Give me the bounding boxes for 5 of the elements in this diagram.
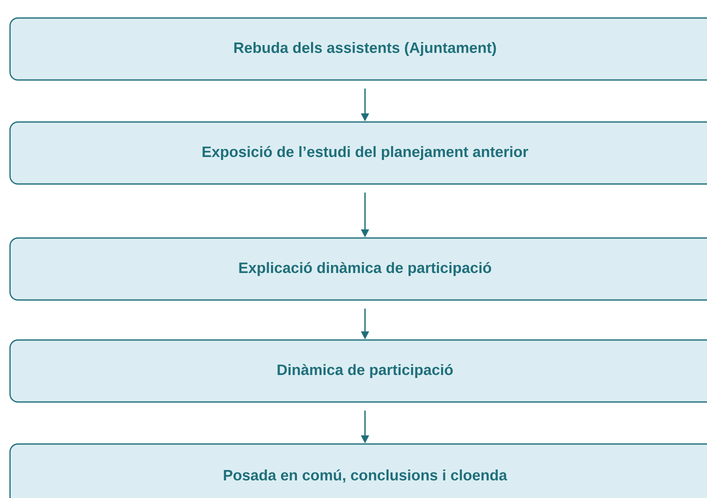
process-box: Dinàmica de participació — [9, 339, 707, 403]
process-box: Rebuda dels assistents (Ajuntament) — [9, 17, 707, 81]
process-box: Explicació dinàmica de participació — [9, 237, 707, 301]
process-box: Exposició de l’estudi del planejament anterior — [9, 121, 707, 185]
process-box: Posada en comú, conclusions i cloenda — [9, 443, 707, 498]
